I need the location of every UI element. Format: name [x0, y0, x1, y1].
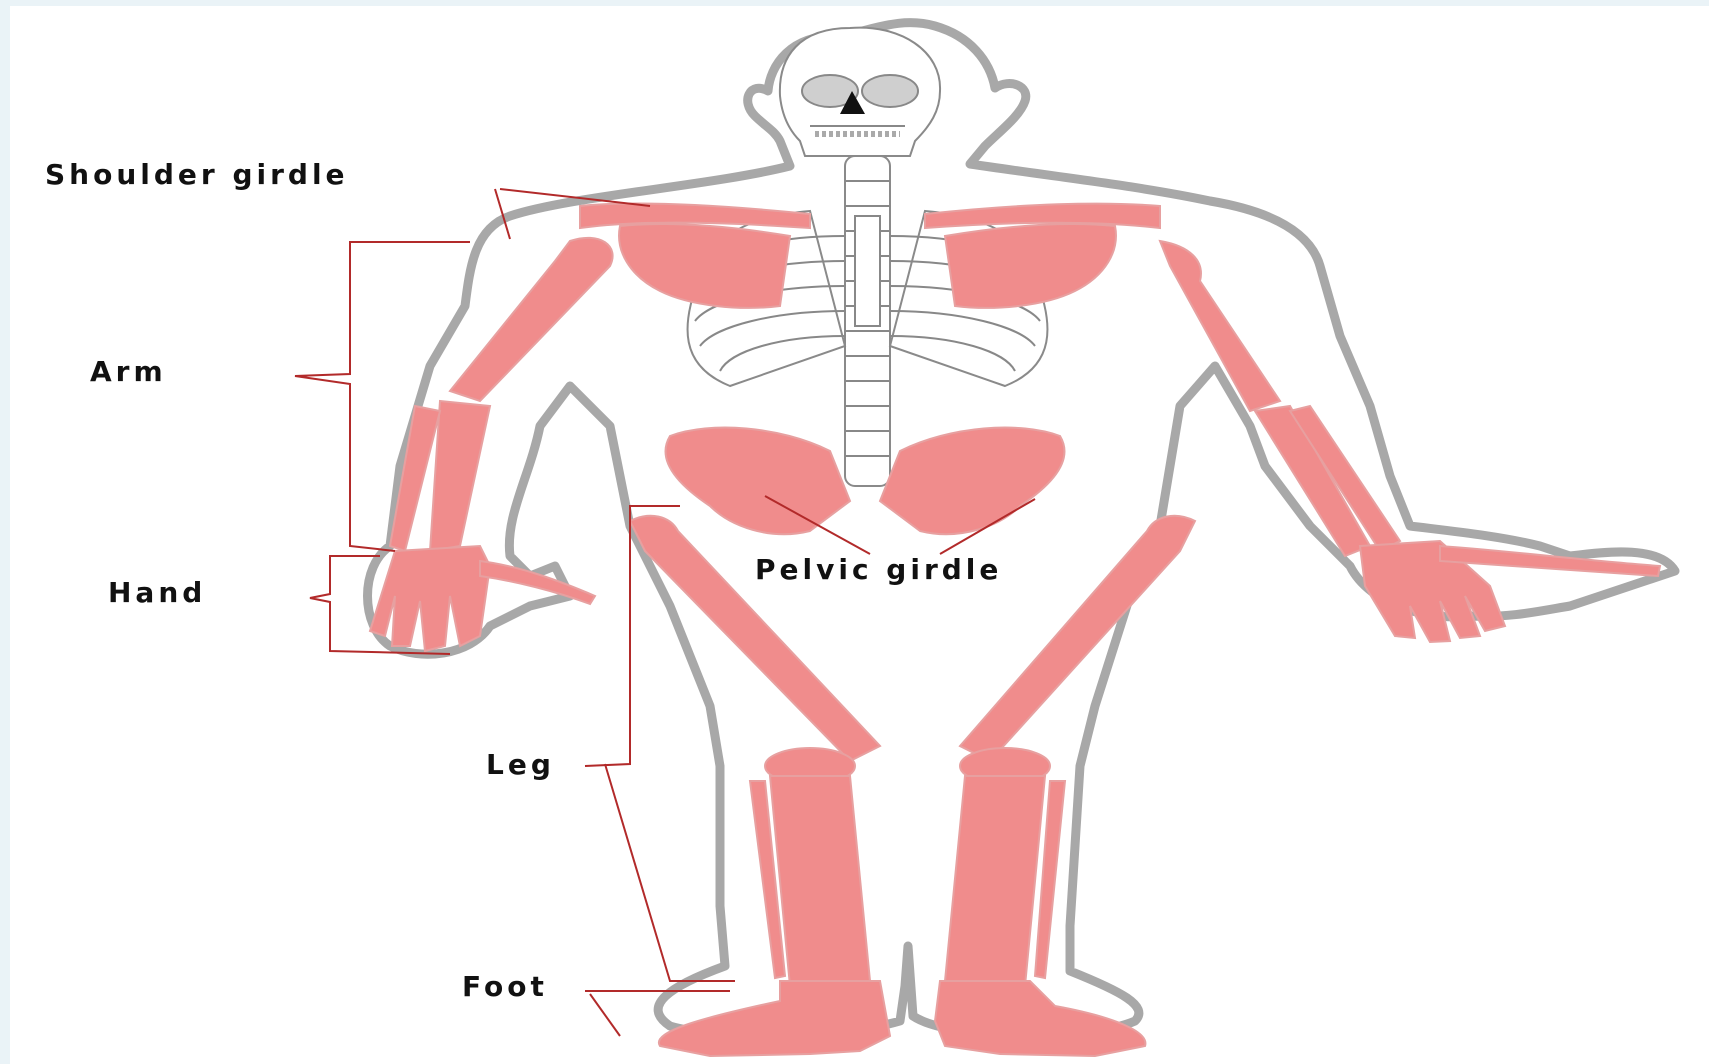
label-shoulder-girdle: Shoulder girdle [45, 158, 349, 191]
skeleton-diagram: Shoulder girdle Arm Hand Pelvic girdle L… [10, 6, 1709, 1064]
label-hand: Hand [108, 576, 206, 609]
skull [780, 28, 940, 156]
diagram-canvas: Shoulder girdle Arm Hand Pelvic girdle L… [10, 6, 1709, 1064]
label-leg: Leg [486, 748, 555, 781]
label-arm: Arm [90, 355, 167, 388]
label-foot: Foot [462, 970, 548, 1003]
label-pelvic-girdle: Pelvic girdle [755, 553, 1002, 586]
